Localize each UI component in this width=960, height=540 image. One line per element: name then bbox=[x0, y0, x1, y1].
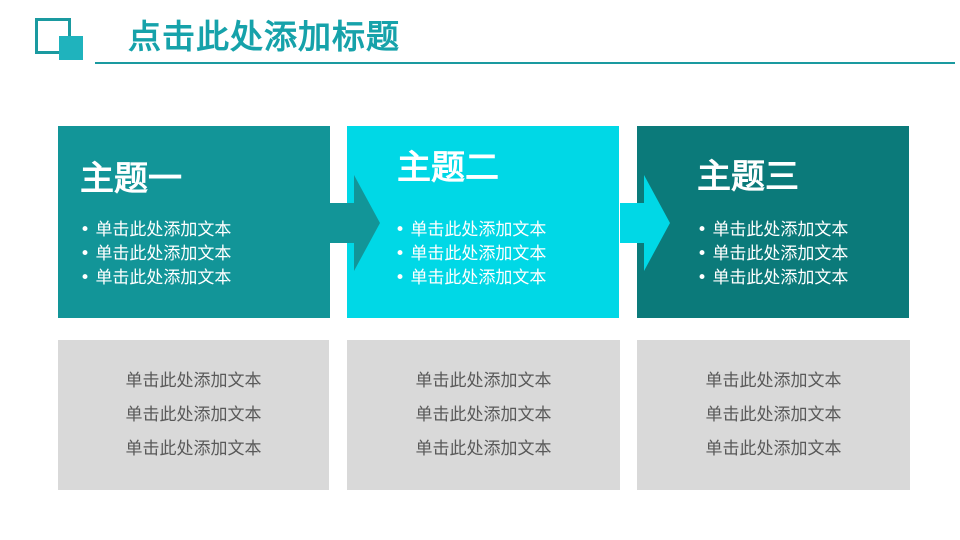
logo-icon bbox=[35, 18, 85, 62]
bullet-item: 单击此处添加文本 bbox=[395, 218, 546, 242]
page-title[interactable]: 点击此处添加标题 bbox=[128, 17, 400, 56]
topic-heading-3: 主题三 bbox=[697, 157, 799, 197]
arrow-right-icon bbox=[620, 175, 670, 271]
logo-filled-square bbox=[59, 36, 83, 60]
detail-text: 单击此处添加文本 bbox=[705, 405, 842, 425]
detail-text: 单击此处添加文本 bbox=[415, 405, 552, 425]
topic-heading-1: 主题一 bbox=[80, 159, 182, 199]
topic-box-3[interactable]: 主题三 单击此处添加文本 单击此处添加文本 单击此处添加文本 bbox=[637, 126, 909, 318]
bullet-item: 单击此处添加文本 bbox=[395, 242, 546, 266]
detail-text: 单击此处添加文本 bbox=[705, 371, 842, 391]
detail-text: 单击此处添加文本 bbox=[125, 439, 262, 459]
topic-bullets-1: 单击此处添加文本 单击此处添加文本 单击此处添加文本 bbox=[80, 218, 231, 290]
topic-bullets-3: 单击此处添加文本 单击此处添加文本 单击此处添加文本 bbox=[697, 218, 848, 290]
bullet-item: 单击此处添加文本 bbox=[80, 266, 231, 290]
bullet-item: 单击此处添加文本 bbox=[80, 242, 231, 266]
detail-text: 单击此处添加文本 bbox=[415, 439, 552, 459]
detail-panel-1[interactable]: 单击此处添加文本 单击此处添加文本 单击此处添加文本 bbox=[58, 340, 329, 490]
detail-text: 单击此处添加文本 bbox=[125, 371, 262, 391]
detail-text: 单击此处添加文本 bbox=[125, 405, 262, 425]
title-underline bbox=[95, 62, 955, 64]
bullet-item: 单击此处添加文本 bbox=[697, 242, 848, 266]
topic-box-2[interactable]: 主题二 单击此处添加文本 单击此处添加文本 单击此处添加文本 bbox=[347, 126, 619, 318]
bullet-item: 单击此处添加文本 bbox=[697, 218, 848, 242]
topic-bullets-2: 单击此处添加文本 单击此处添加文本 单击此处添加文本 bbox=[395, 218, 546, 290]
topic-box-1[interactable]: 主题一 单击此处添加文本 单击此处添加文本 单击此处添加文本 bbox=[58, 126, 330, 318]
topic-heading-2: 主题二 bbox=[397, 148, 499, 188]
detail-panel-3[interactable]: 单击此处添加文本 单击此处添加文本 单击此处添加文本 bbox=[637, 340, 910, 490]
bullet-item: 单击此处添加文本 bbox=[80, 218, 231, 242]
detail-panel-2[interactable]: 单击此处添加文本 单击此处添加文本 单击此处添加文本 bbox=[347, 340, 620, 490]
bullet-item: 单击此处添加文本 bbox=[395, 266, 546, 290]
detail-text: 单击此处添加文本 bbox=[415, 371, 552, 391]
detail-text: 单击此处添加文本 bbox=[705, 439, 842, 459]
bullet-item: 单击此处添加文本 bbox=[697, 266, 848, 290]
arrow-right-icon bbox=[330, 175, 380, 271]
